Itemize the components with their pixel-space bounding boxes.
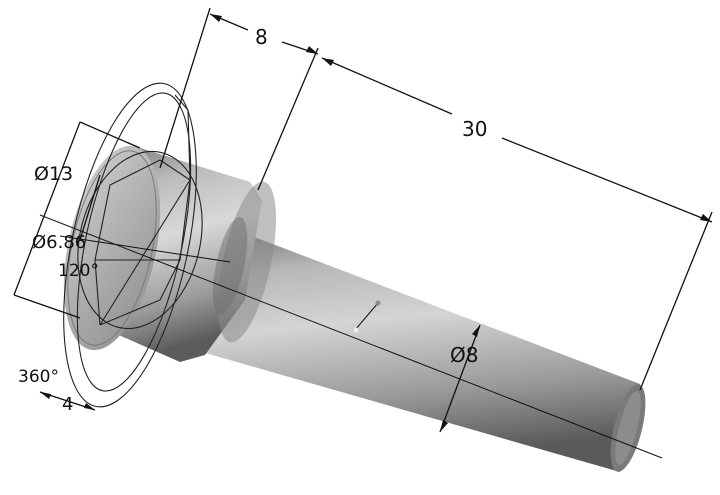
dim-socket-depth[interactable]: 4 [39,391,96,415]
dim-shaft-diameter-label: Ø8 [450,343,478,367]
dim-socket-diameter-label: Ø6.86 [32,232,86,253]
dim-total-length-label: 30 [462,117,487,141]
profile-point [375,300,381,306]
dim-head-diameter[interactable]: Ø13 [13,121,141,319]
shaft[interactable] [195,222,652,475]
center-axis [39,214,663,459]
dim-angle-120[interactable]: 120° [58,261,99,281]
dim-revolve-angle[interactable]: 360° [18,367,59,387]
head-end-face[interactable] [47,137,176,359]
dim-socket-diameter[interactable]: Ø6.86 [32,174,101,253]
dim-total-length[interactable]: 30 [321,57,713,391]
axis-guide-line [59,235,231,263]
shaft-profile-line [354,302,379,331]
profile-point-2 [353,327,359,333]
dim-head-length[interactable]: 8 [159,7,319,191]
socket-sketch [63,82,203,408]
dim-socket-depth-label: 4 [62,394,73,415]
dim-angle-120-label: 120° [58,261,99,281]
dim-shaft-diameter[interactable]: Ø8 [439,324,481,433]
dim-revolve-angle-label: 360° [18,367,59,387]
dim-head-length-label: 8 [255,25,268,49]
dim-head-diameter-label: Ø13 [34,163,73,185]
